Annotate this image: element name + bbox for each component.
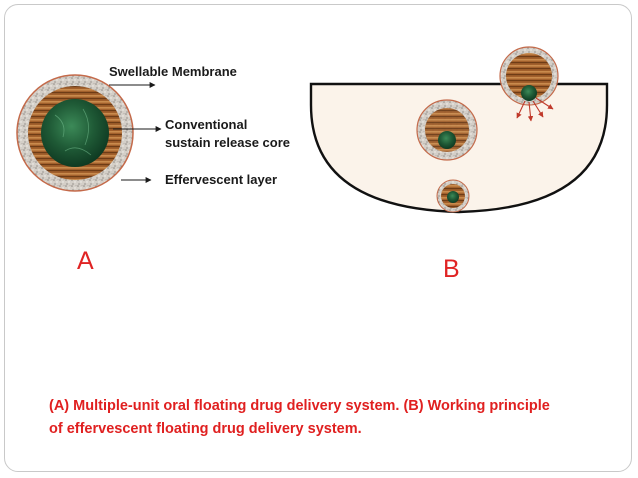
figure-caption: (A) Multiple-unit oral floating drug del… [49,395,605,441]
sustain-release-core [41,99,109,167]
label-effervescent-layer: Effervescent layer [165,172,277,187]
tablet-b-rising [416,99,478,161]
label-letter-b: B [443,255,460,283]
slide-frame: Swellable Membrane Conventional sustain … [4,4,632,472]
tablet-b-floating [499,46,559,106]
figure: Swellable Membrane Conventional sustain … [16,46,609,283]
label-core-line1: Conventional [165,117,247,132]
label-letter-a: A [77,247,94,275]
tablet-a [16,74,134,192]
tablet-b-sinking [436,179,470,213]
caption-line-2: of effervescent floating drug delivery s… [49,421,362,437]
label-swellable-membrane: Swellable Membrane [109,64,237,79]
label-core-line2: sustain release core [165,135,290,150]
gas-release-arrows [516,97,554,122]
caption-line-1: (A) Multiple-unit oral floating drug del… [49,398,550,414]
